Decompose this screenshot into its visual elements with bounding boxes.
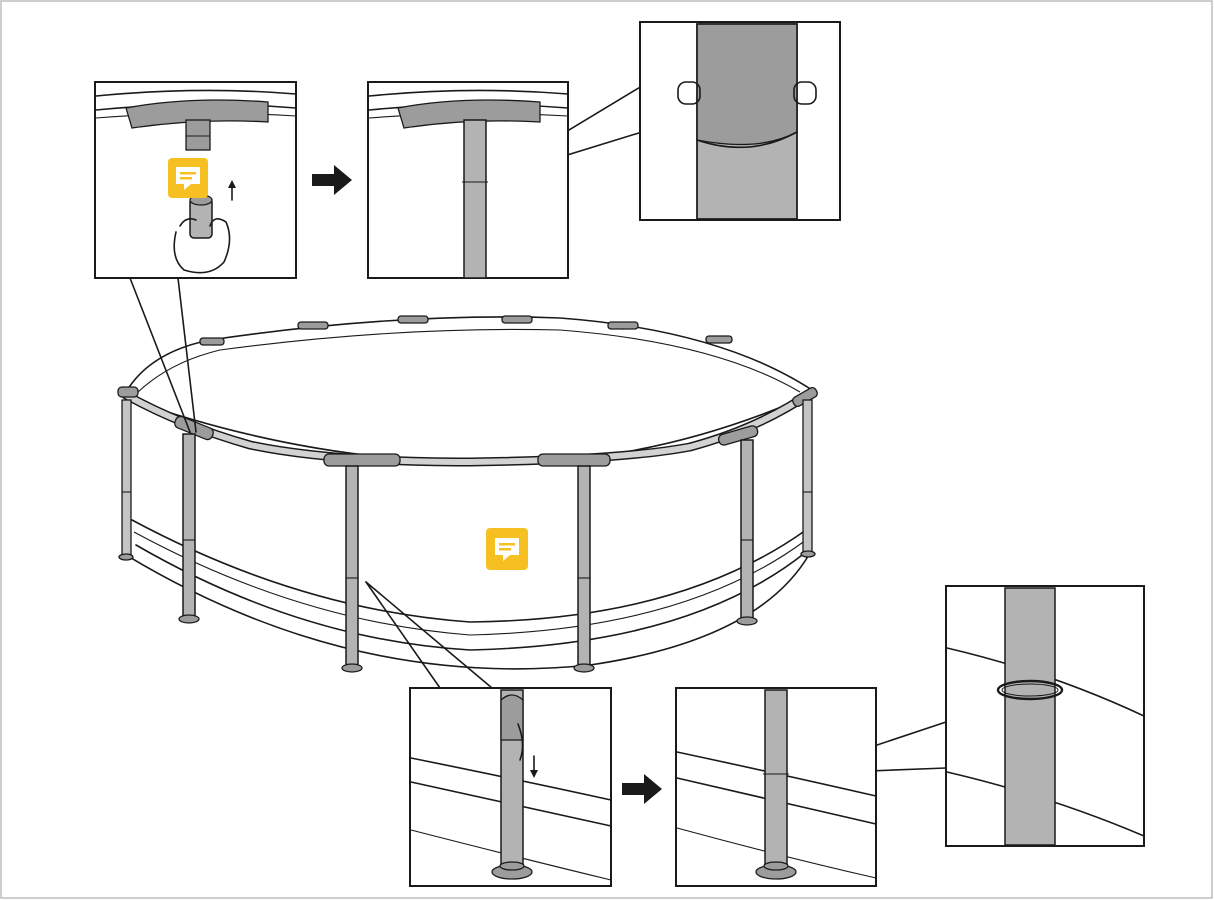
pool-wall-band-lower (135, 544, 807, 651)
panel-step3-slide-sleeve (409, 687, 612, 887)
arrow-down-icon (530, 770, 538, 778)
panel-step4-detail (945, 585, 1145, 847)
arrow-right-icon (622, 774, 662, 804)
pool-wall-band-middle (133, 531, 807, 636)
arrow-right-icon (312, 165, 352, 195)
arrow-up-icon (228, 180, 236, 188)
panel-step2-leg-installed (367, 81, 569, 279)
panel-step4-sleeve-fitted (675, 687, 877, 887)
panel-step2-detail (639, 21, 841, 221)
pool-legs (118, 399, 816, 673)
pool-wall-band-upper (131, 519, 807, 623)
pool-liner-back (137, 328, 801, 393)
pool-rim-back (125, 316, 813, 393)
comment-icon[interactable] (486, 528, 528, 570)
comment-icon[interactable] (168, 158, 208, 198)
pool-illustration (117, 315, 818, 673)
